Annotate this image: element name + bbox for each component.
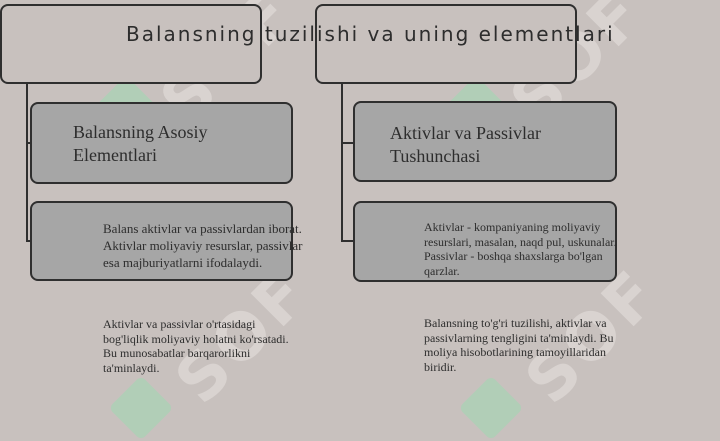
right-heading-line: Aktivlar va Passivlar [390, 123, 541, 143]
right-heading: Aktivlar va Passivlar Tushunchasi [390, 122, 541, 168]
text-line: biridir. [424, 359, 457, 374]
text-line: passivlarning tengligini ta'minlaydi. Bu [424, 330, 614, 345]
text-line: esa majburiyatlarni ifodalaydi. [103, 255, 263, 270]
left-header-box [0, 4, 262, 84]
right-paragraph-1: Aktivlar - kompaniyaning moliyaviy resur… [424, 220, 617, 278]
text-line: moliya hisobotlarining tamoyillaridan [424, 345, 606, 359]
watermark-logo-shape [458, 375, 524, 441]
left-paragraph-1: Balans aktivlar va passivlardan iborat. … [103, 220, 303, 271]
right-header-box [315, 4, 577, 84]
text-line: ta'minlaydi. [103, 360, 160, 375]
right-connector-vertical [341, 84, 343, 242]
right-heading-line: Tushunchasi [390, 146, 481, 166]
text-line: Balans aktivlar va passivlardan iborat. [103, 221, 302, 236]
text-line: Aktivlar va passivlar o'rtasidagi [103, 317, 256, 331]
text-line: Balansning to'g'ri tuzilishi, aktivlar v… [424, 316, 607, 330]
left-connector-branch [26, 142, 32, 144]
left-connector-vertical [26, 84, 28, 242]
page-title: Balansning tuzilishi va uning elementlar… [126, 22, 615, 46]
left-heading-box [30, 102, 293, 184]
watermark-logo-shape [108, 375, 174, 441]
text-line: Aktivlar moliyaviy resurslar, passivlar [103, 238, 303, 253]
text-line: resurslari, masalan, naqd pul, uskunalar… [424, 234, 617, 249]
right-connector-branch [341, 240, 355, 242]
text-line: Passivlar - boshqa shaxslarga bo'lgan [424, 249, 603, 263]
right-connector-branch [341, 142, 355, 144]
left-heading: Balansning Asosiy Elementlari [73, 121, 208, 167]
left-connector-branch [26, 240, 32, 242]
left-heading-line: Balansning Asosiy [73, 122, 208, 142]
right-heading-box [353, 101, 617, 182]
text-line: Aktivlar - kompaniyaning moliyaviy [424, 220, 601, 234]
left-paragraph-2: Aktivlar va passivlar o'rtasidagi bog'li… [103, 317, 289, 375]
left-content-box [30, 201, 293, 281]
text-line: qarzlar. [424, 263, 460, 278]
right-content-box [353, 201, 617, 282]
right-paragraph-2: Balansning to'g'ri tuzilishi, aktivlar v… [424, 316, 613, 374]
left-heading-line: Elementlari [73, 145, 157, 165]
text-line: bog'liqlik moliyaviy holatni ko'rsatadi. [103, 331, 289, 346]
text-line: Bu munosabatlar barqarorlikni [103, 346, 251, 360]
